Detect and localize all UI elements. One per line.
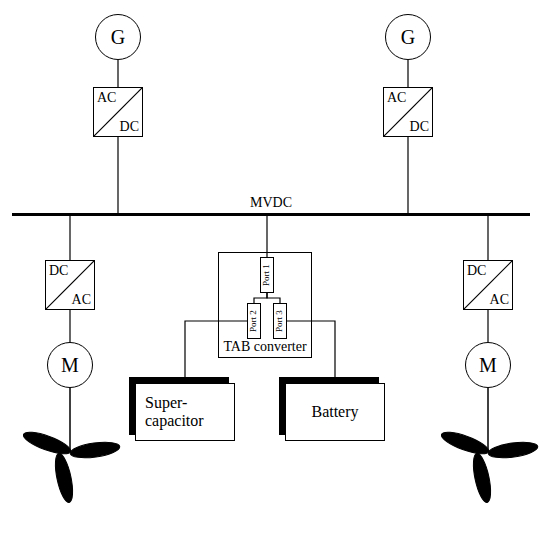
port-box: Port 3	[273, 303, 287, 339]
wire	[266, 216, 267, 257]
bus-label: MVDC	[250, 195, 292, 210]
motor-circle: M	[465, 342, 511, 388]
node-label: M	[61, 354, 79, 376]
tab-converter-box: TAB converter Port 1 Port 2 Port 3	[218, 252, 312, 358]
converter-input-label: DC	[467, 263, 486, 278]
rectifier-box: AC DC	[383, 87, 433, 137]
wire	[487, 310, 488, 342]
node-label: G	[401, 26, 415, 48]
converter-input-label: DC	[49, 263, 68, 278]
battery-box: Battery	[285, 383, 385, 441]
port-label: Port 2	[249, 310, 259, 332]
converter-output-label: AC	[490, 292, 509, 307]
port-label: Port 3	[275, 310, 285, 332]
supercapacitor-box: Super- capacitor	[135, 383, 235, 441]
mvdc-bus: MVDC	[12, 213, 530, 216]
node-label: Super- capacitor	[145, 394, 225, 429]
node-label: TAB converter	[219, 339, 311, 354]
rectifier-box: AC DC	[93, 87, 143, 137]
wire	[69, 216, 70, 260]
converter-output-label: DC	[410, 119, 429, 134]
inverter-box: DC AC	[45, 260, 95, 310]
generator-circle: G	[95, 14, 141, 60]
propeller-right	[439, 388, 539, 504]
port-box: Port 2	[247, 303, 261, 339]
wire	[407, 60, 408, 87]
wire	[69, 310, 70, 342]
wire	[117, 137, 118, 213]
wire	[407, 137, 408, 213]
converter-output-label: AC	[72, 292, 91, 307]
converter-input-label: AC	[97, 90, 116, 105]
wire	[487, 216, 488, 260]
wire	[254, 293, 267, 303]
inverter-box: DC AC	[463, 260, 513, 310]
propeller-left	[21, 388, 121, 504]
node-label: M	[479, 354, 497, 376]
port-box: Port 1	[260, 257, 274, 293]
wire	[267, 293, 280, 303]
generator-circle: G	[385, 14, 431, 60]
node-label: Battery	[311, 403, 358, 421]
wire	[117, 60, 118, 87]
converter-input-label: AC	[387, 90, 406, 105]
node-label: G	[111, 26, 125, 48]
motor-circle: M	[47, 342, 93, 388]
port-label: Port 1	[262, 264, 272, 286]
converter-output-label: DC	[120, 119, 139, 134]
